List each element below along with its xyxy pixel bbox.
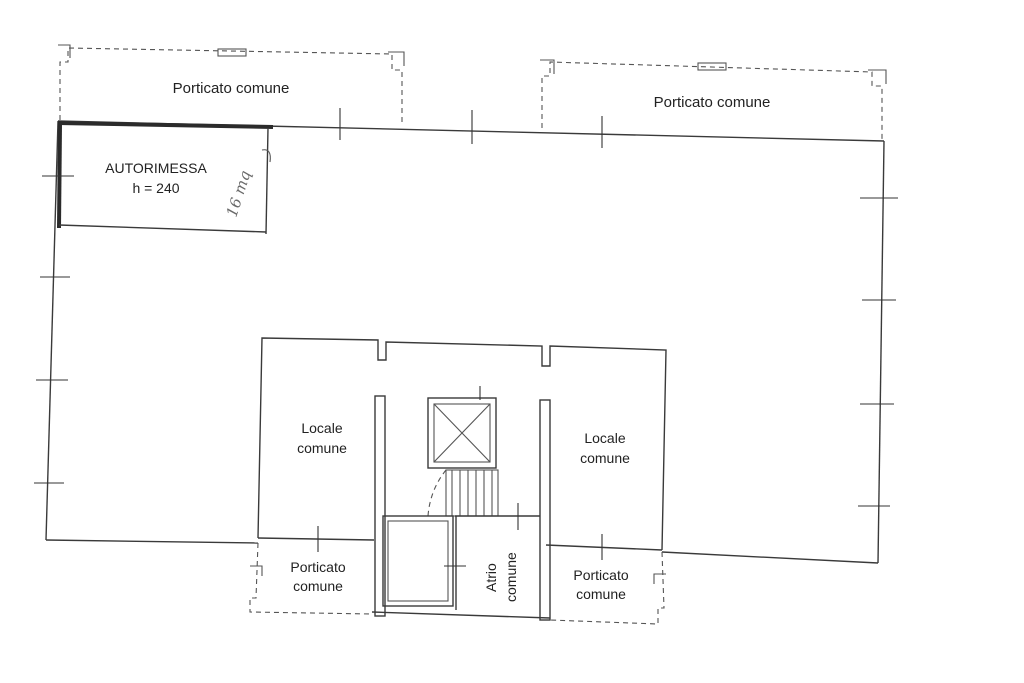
porticato-bottom-left-line2: comune [293,578,343,594]
central-core: Locale comune Locale comune Atrio comune [257,337,667,621]
locale-left-line1: Locale [301,420,342,436]
porticato-top-left-label: Porticato comune [173,80,290,97]
porticato-bottom-right: Porticato comune [549,534,666,625]
porticato-bottom-left: Porticato comune [249,526,373,615]
locale-left-line2: comune [297,440,347,456]
porticato-bottom-left-line1: Porticato [290,559,345,575]
locale-right-line2: comune [580,450,630,466]
porticato-bottom-right-line1: Porticato [573,567,628,583]
locale-right-line1: Locale [584,430,625,446]
autorimessa-name: AUTORIMESSA [105,160,207,176]
autorimessa-height: h = 240 [132,180,179,196]
autorimessa-room: AUTORIMESSA h = 240 16 mq [57,121,274,235]
porticato-top-right: Porticato comune [540,59,887,140]
porticato-top-left: Porticato comune [58,44,405,125]
atrio-line2: comune [503,552,519,602]
atrio-line1: Atrio [483,563,499,592]
porticato-bottom-right-line2: comune [576,586,626,602]
porticato-top-right-label: Porticato comune [654,94,771,111]
structural-ticks [34,108,898,507]
handwritten-area-note: 16 mq [223,168,255,219]
